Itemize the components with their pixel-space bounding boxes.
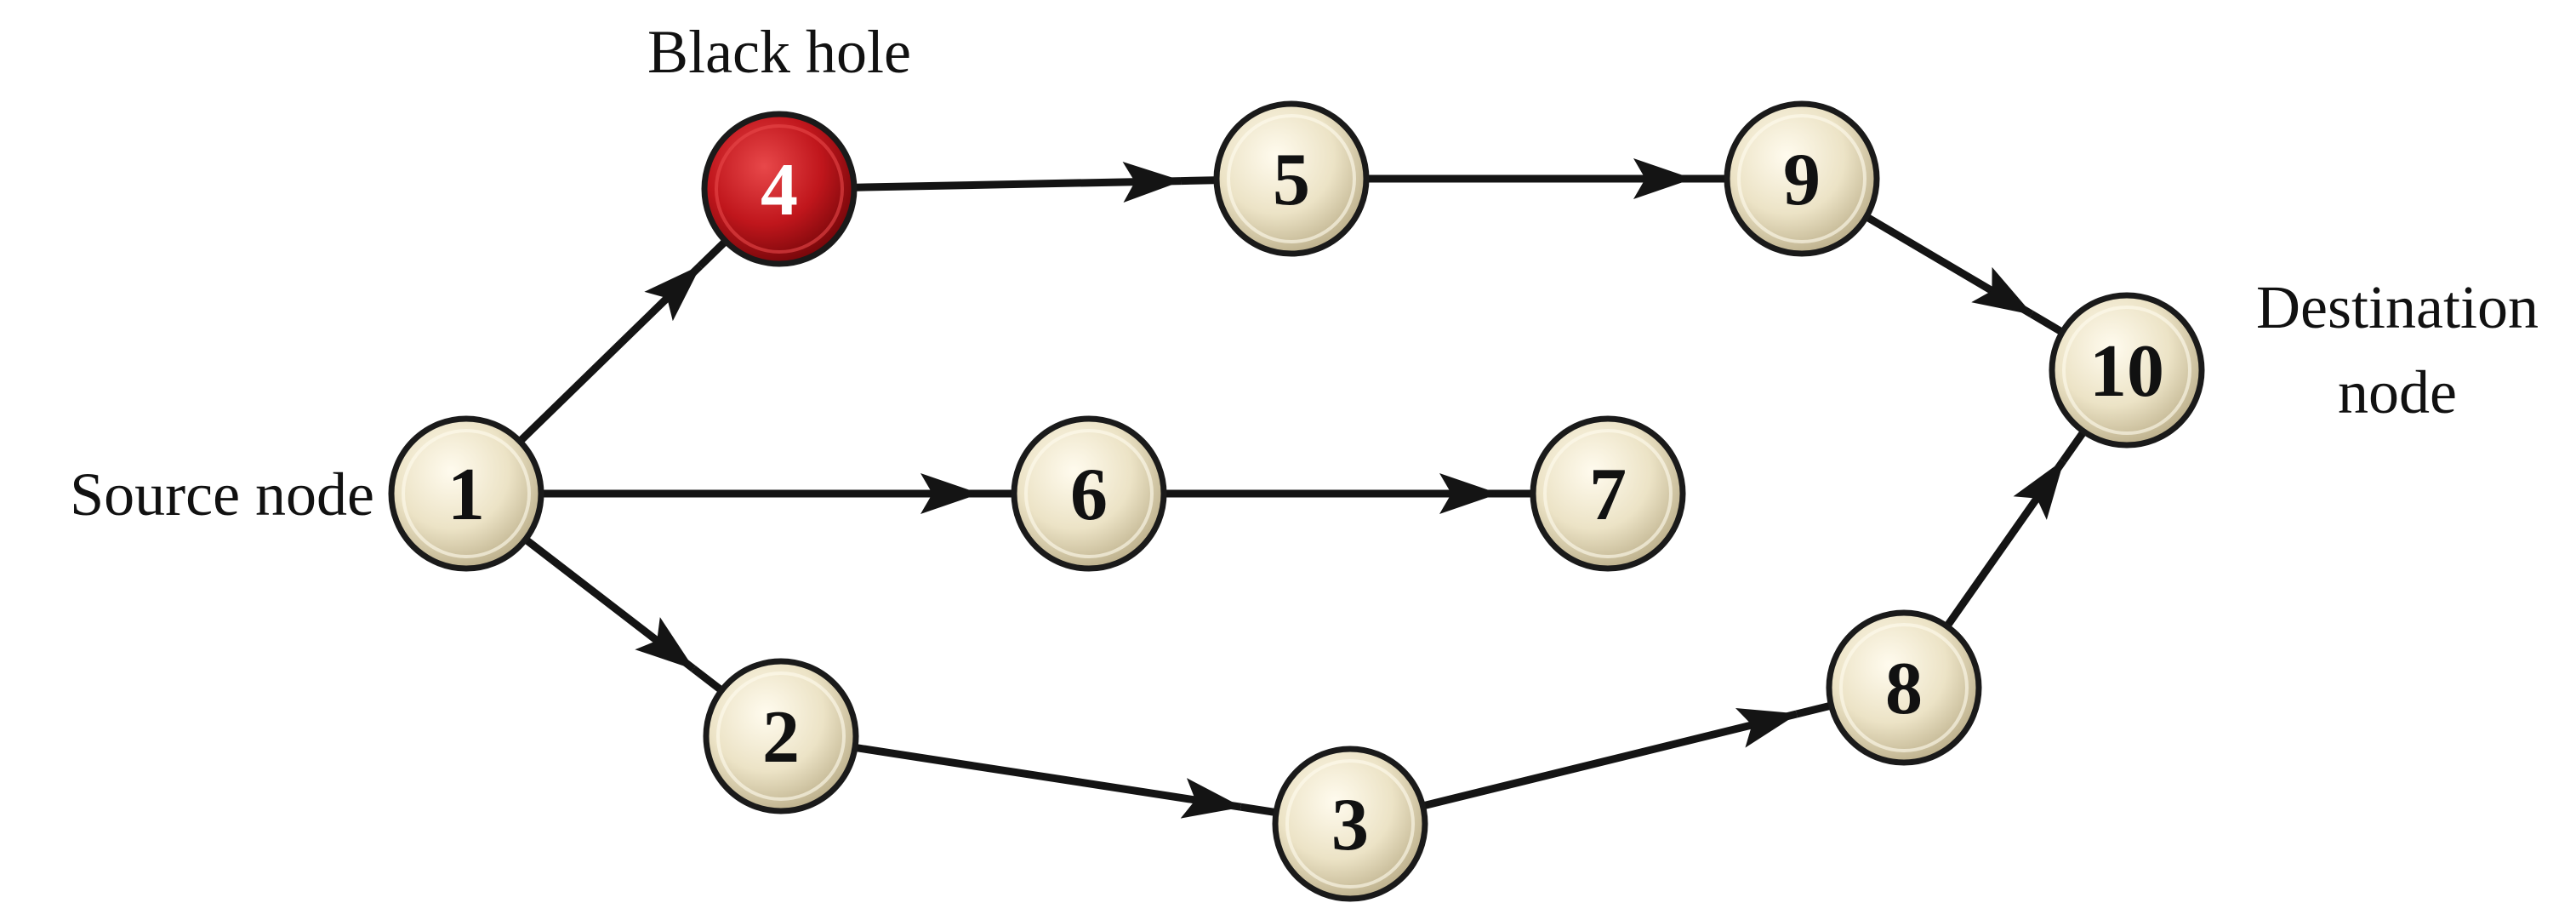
node-label-6: 6	[1070, 454, 1108, 536]
node-label-4: 4	[761, 149, 798, 231]
node-label-5: 5	[1273, 139, 1310, 221]
node-circle-9	[1724, 100, 1880, 257]
node-circle-2	[703, 658, 859, 814]
node-2: 2	[703, 658, 859, 814]
node-10: 10	[2049, 292, 2205, 449]
node-1: 1	[388, 415, 544, 572]
edge-tail-8-10	[2060, 431, 2086, 463]
node-circle-6	[1011, 415, 1167, 572]
edge-line-1-4	[518, 263, 703, 443]
edge-8-10	[1945, 431, 2086, 627]
node-label-2: 2	[762, 696, 800, 779]
node-circle-7	[1530, 415, 1686, 572]
node-label-7: 7	[1589, 454, 1627, 536]
edge-line-3-8	[1423, 707, 1798, 809]
edge-4-5	[855, 161, 1216, 203]
node-6: 6	[1011, 415, 1167, 572]
edge-line-2-3	[856, 744, 1243, 819]
node-inner-ring-7	[1543, 429, 1673, 558]
node-inner-ring-4	[715, 124, 844, 254]
node-circle-10	[2049, 292, 2205, 449]
edges	[518, 158, 2086, 819]
node-label-9: 9	[1783, 139, 1821, 221]
nodes: 1 2 3 4 5 6 7 8 9 10	[388, 100, 2205, 902]
node-circle-4	[701, 111, 858, 267]
node-7: 7	[1530, 415, 1686, 572]
node-circle-8	[1826, 609, 1982, 766]
edge-tail-3-8	[1795, 702, 1831, 718]
edge-1-4	[518, 239, 727, 443]
edge-tail-1-4	[697, 239, 727, 269]
destination-node-label-line1: Destination	[2256, 273, 2539, 341]
node-label-8: 8	[1885, 648, 1923, 730]
edge-tail-9-10	[2029, 311, 2063, 335]
node-circle-1	[388, 415, 544, 572]
node-label-10: 10	[2089, 330, 2164, 413]
edge-line-4-5	[855, 161, 1183, 203]
node-label-3: 3	[1331, 784, 1369, 866]
edge-3-8	[1423, 702, 1831, 809]
black-hole-label: Black hole	[647, 18, 911, 86]
edge-2-3	[856, 744, 1275, 819]
edge-tail-1-2	[691, 666, 723, 693]
node-inner-ring-9	[1737, 114, 1866, 243]
node-inner-ring-5	[1227, 114, 1356, 243]
node-inner-ring-3	[1285, 759, 1415, 889]
node-circle-3	[1272, 746, 1428, 902]
node-8: 8	[1826, 609, 1982, 766]
edge-line-8-10	[1945, 458, 2066, 627]
node-3: 3	[1272, 746, 1428, 902]
node-circle-5	[1213, 100, 1370, 257]
edge-1-2	[524, 537, 723, 693]
node-9: 9	[1724, 100, 1880, 257]
node-inner-ring-2	[716, 671, 846, 801]
edge-line-9-10	[1866, 214, 2034, 317]
node-inner-ring-10	[2062, 306, 2191, 435]
node-inner-ring-6	[1024, 429, 1154, 558]
node-label-1: 1	[447, 454, 485, 536]
node-4: 4	[701, 111, 858, 267]
source-node-label: Source node	[70, 460, 374, 529]
node-inner-ring-8	[1839, 623, 1969, 752]
destination-node-label-line2: node	[2338, 358, 2457, 426]
edge-tail-2-3	[1240, 803, 1275, 816]
node-5: 5	[1213, 100, 1370, 257]
edge-9-10	[1866, 214, 2063, 335]
edge-tail-4-5	[1180, 176, 1216, 186]
edge-line-1-2	[524, 537, 696, 672]
node-inner-ring-1	[402, 429, 531, 558]
